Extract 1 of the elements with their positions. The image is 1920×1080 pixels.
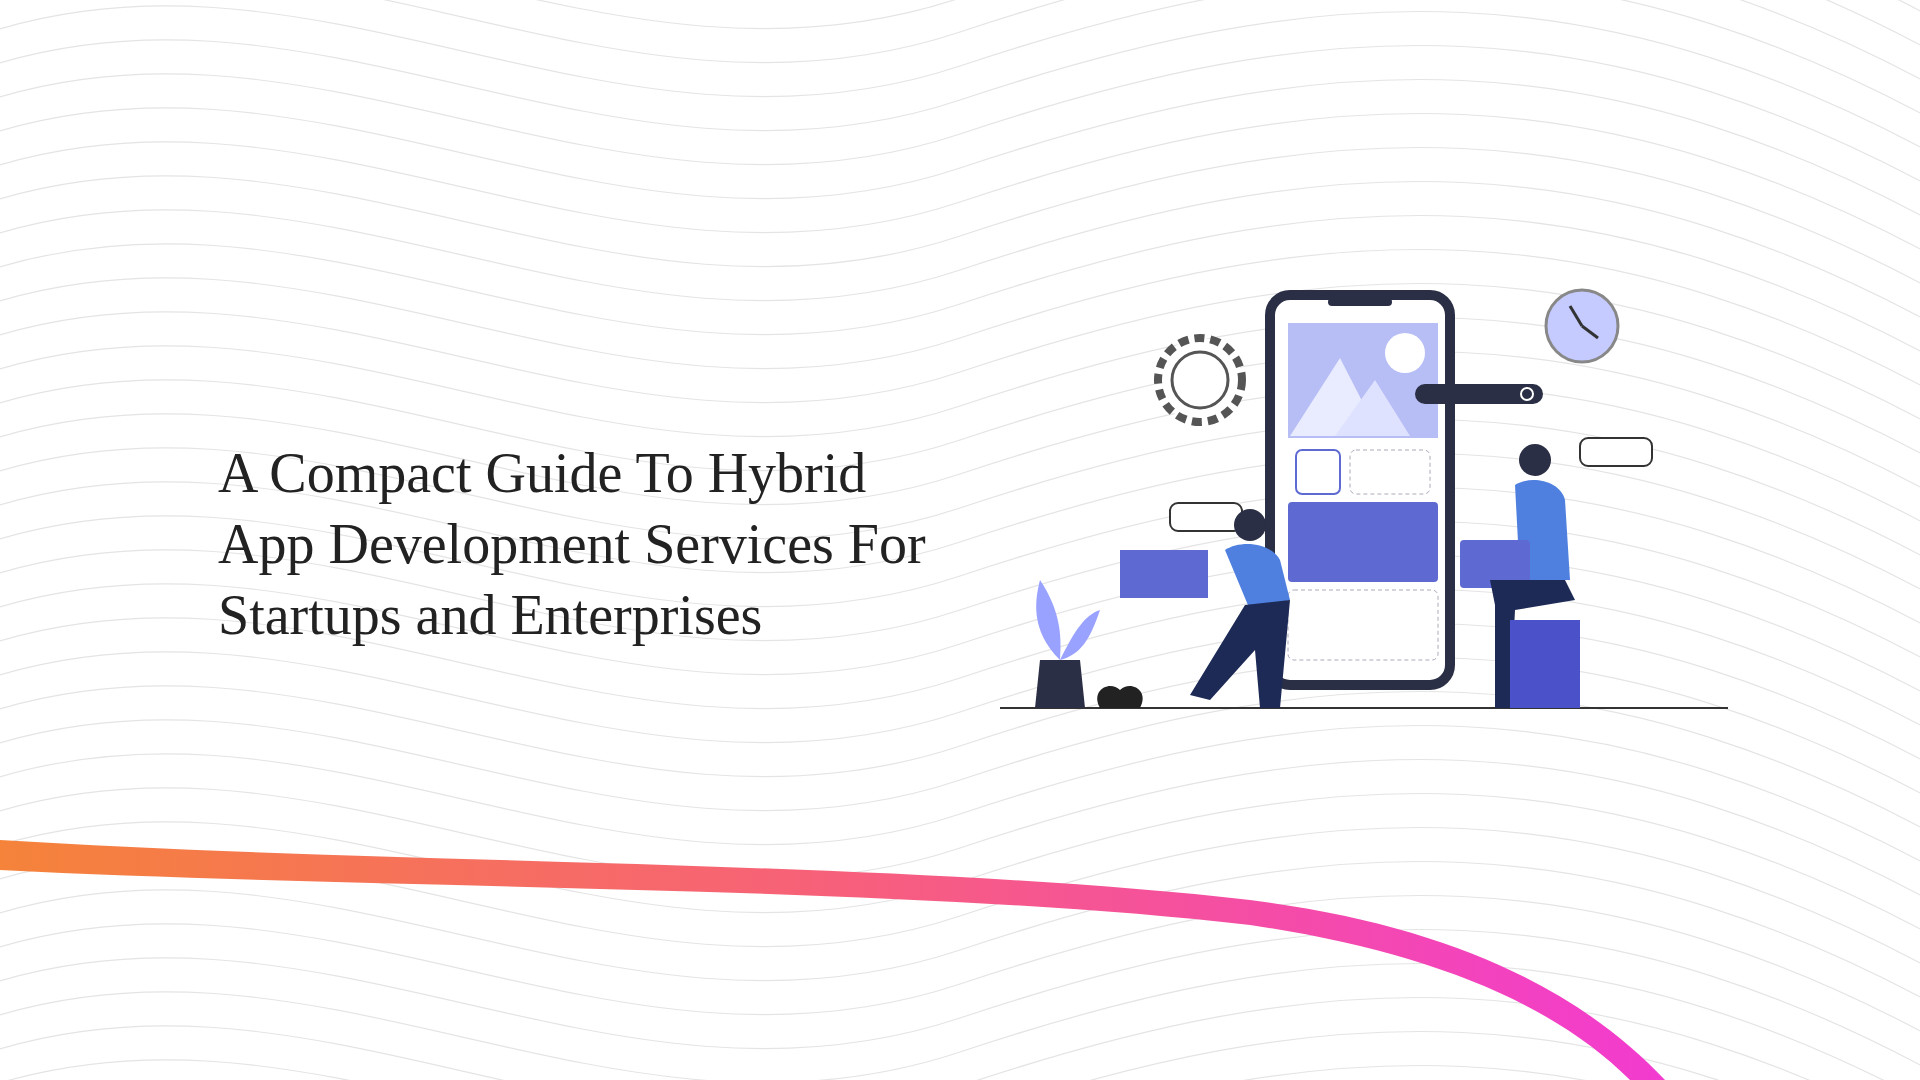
- page-title: A Compact Guide To Hybrid App Development Services For Startups and Enterprises: [218, 441, 927, 648]
